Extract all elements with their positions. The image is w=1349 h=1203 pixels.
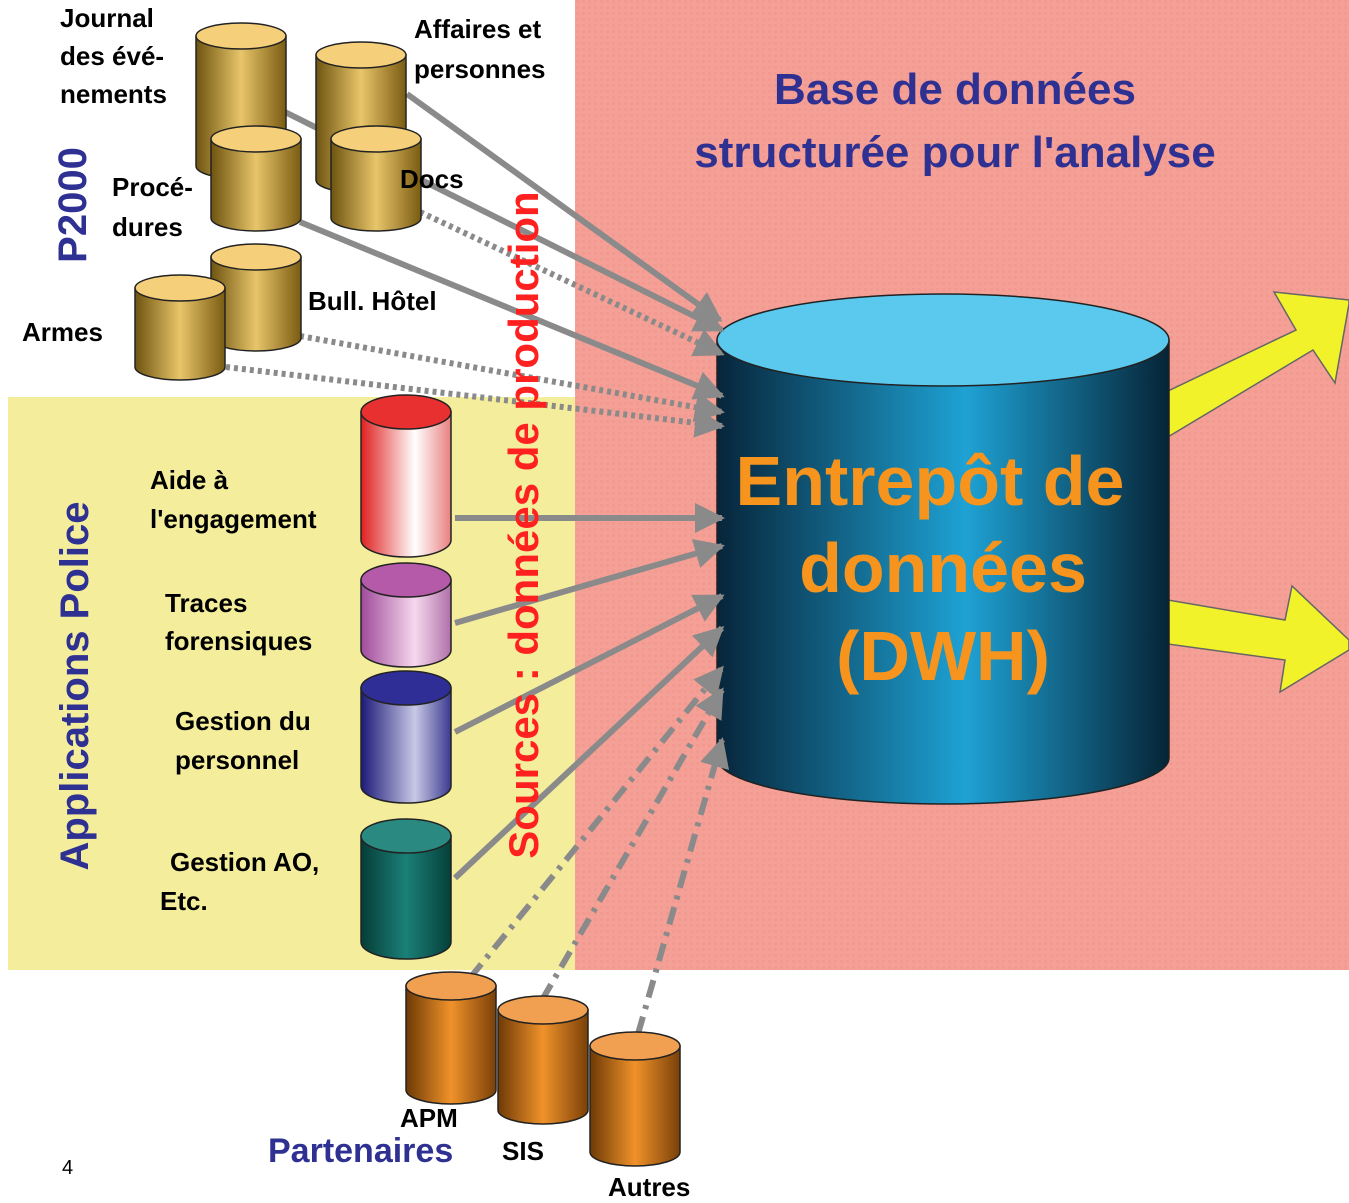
db-procedures [210, 125, 302, 232]
label-aide-engagement: Aide à l'engagement [150, 465, 317, 534]
label-armes: Armes [22, 317, 103, 347]
db-armes [134, 274, 226, 381]
dwh-label-line-2: données [799, 529, 1087, 607]
p2000-label: P2000 [51, 147, 95, 263]
label-traces: Traces forensiques [165, 588, 312, 656]
dwh-label-line-3: (DWH) [836, 617, 1050, 695]
label-sis: SIS [502, 1136, 544, 1166]
title-line-2: structurée pour l'analyse [694, 128, 1216, 177]
label-docs: Docs [400, 164, 464, 194]
sources-label: Sources : données de production [500, 191, 547, 858]
db-aide-engagement [360, 394, 452, 558]
label-gestion-ao: Gestion AO, Etc. [160, 847, 327, 916]
dwh-label-line-1: Entrepôt de [736, 442, 1125, 520]
connectors-dotted [225, 209, 725, 438]
label-apm: APM [400, 1103, 458, 1133]
db-sis [497, 995, 589, 1125]
db-docs [330, 125, 422, 232]
label-affaires: Affaires et personnes [414, 14, 548, 84]
label-gestion-personnel: Gestion du personnel [175, 706, 318, 775]
db-autres [589, 1031, 681, 1167]
label-journal: Journal des évé- nements [60, 3, 171, 109]
label-autres: Autres [608, 1172, 690, 1202]
db-gestion-ao [360, 818, 452, 960]
label-procedures: Procé- dures [112, 172, 200, 242]
db-gestion-personnel [360, 670, 452, 804]
db-apm [405, 971, 497, 1105]
label-bull-hotel: Bull. Hôtel [308, 286, 437, 316]
connectors-partners [467, 665, 730, 1035]
dwh-cylinder [716, 293, 1170, 805]
partners-heading: Partenaires [268, 1132, 453, 1170]
db-traces [360, 562, 452, 668]
title-line-1: Base de données [774, 65, 1136, 114]
applications-police-label: Applications Police [53, 502, 97, 871]
applications-zone [8, 397, 575, 970]
db-bull-hotel [210, 243, 302, 352]
page-number: 4 [62, 1157, 73, 1179]
